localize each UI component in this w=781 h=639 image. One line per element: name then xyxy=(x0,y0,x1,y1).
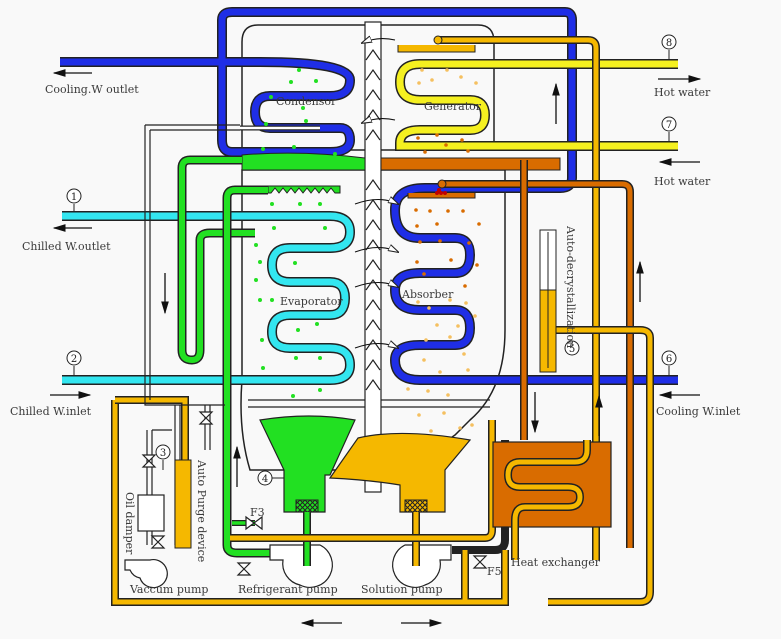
chilled-water-pipe xyxy=(62,211,356,385)
evaporator-sump xyxy=(259,415,356,513)
refrigerant-spray-header xyxy=(267,185,341,194)
vapour-arrows xyxy=(354,39,398,348)
chilled-outlet-label: Chilled W.outlet xyxy=(22,240,111,253)
refrigerant-pump-label: Refrigerant pump xyxy=(238,583,338,596)
condensor-pool xyxy=(241,152,366,171)
gauge-3 xyxy=(155,444,171,470)
valve-f5-label: F5 xyxy=(487,565,502,578)
evaporator-label: Evaporator xyxy=(280,295,343,308)
auto-decrystallization-label: Auto-decrystallization xyxy=(564,225,577,348)
refrigerant-pump xyxy=(269,512,333,588)
heat-exchanger-label: Heat exchanger xyxy=(511,556,601,569)
absorber-label: Absorber xyxy=(401,288,454,301)
absorber-sump xyxy=(328,432,472,513)
valves xyxy=(141,411,488,576)
generator-spray-tray xyxy=(397,35,600,560)
solution-pump xyxy=(392,512,452,588)
gauge-7-label: 7 xyxy=(666,120,672,131)
valve-f3-label: F3 xyxy=(250,506,265,519)
gauge-4-label: 4 xyxy=(262,474,268,485)
gauges xyxy=(66,34,677,486)
gauge-6 xyxy=(661,350,677,376)
valve-f3[interactable] xyxy=(245,515,263,531)
valve-purge-1[interactable] xyxy=(198,411,214,425)
auto-decrystallization-tube xyxy=(539,229,557,373)
cooling-outlet-label: Cooling.W outlet xyxy=(45,83,139,96)
gauge-2-label: 2 xyxy=(71,354,77,365)
hot-water-out-label: Hot water xyxy=(654,86,711,99)
purge-tank xyxy=(174,459,192,549)
valve-purge-2[interactable] xyxy=(141,454,157,468)
eliminator-column xyxy=(364,21,382,493)
gauge-5-label: 5 xyxy=(569,344,575,355)
absorber-spray-tray xyxy=(407,179,634,548)
refrigerant-droplets xyxy=(254,68,337,398)
vaccum-pump xyxy=(124,559,168,589)
gauge-8-label: 8 xyxy=(666,38,672,49)
valve-f5[interactable] xyxy=(472,555,488,569)
chilled-inlet-label: Chilled W.inlet xyxy=(10,405,92,418)
oil-damper-label: Oil damper xyxy=(123,492,136,555)
gauge-4 xyxy=(257,470,284,486)
generator-pool xyxy=(380,157,561,171)
cooling-inlet-label: Cooling W.inlet xyxy=(656,405,741,418)
vaccum-pump-label: Vaccum pump xyxy=(129,583,208,596)
flow-arrows xyxy=(50,69,702,627)
heat-exchanger xyxy=(492,440,612,560)
gauge-1 xyxy=(66,188,82,212)
gauge-5 xyxy=(564,340,580,356)
gauge-7 xyxy=(661,116,677,142)
gauge-3-label: 3 xyxy=(160,448,166,459)
valve-refrigerant-drain[interactable] xyxy=(236,562,252,576)
condensor-label: Condensor xyxy=(276,95,337,108)
generator-label: Generator xyxy=(424,100,482,113)
gauge-1-label: 1 xyxy=(71,192,77,203)
valve-oil[interactable] xyxy=(150,535,166,549)
hot-water-in-label: Hot water xyxy=(654,175,711,188)
solution-pump-label: Solution pump xyxy=(361,583,443,596)
gauge-2 xyxy=(66,350,82,376)
gauge-6-label: 6 xyxy=(666,354,672,365)
refrigerant-pipe xyxy=(177,155,275,558)
solution-droplets xyxy=(414,133,481,288)
gauge-8 xyxy=(661,34,677,60)
auto-purge-label: Auto Purge device xyxy=(195,459,208,562)
oil-damper xyxy=(137,494,165,532)
strong-solution-droplets xyxy=(406,68,478,433)
hot-water-pipe xyxy=(394,59,678,151)
